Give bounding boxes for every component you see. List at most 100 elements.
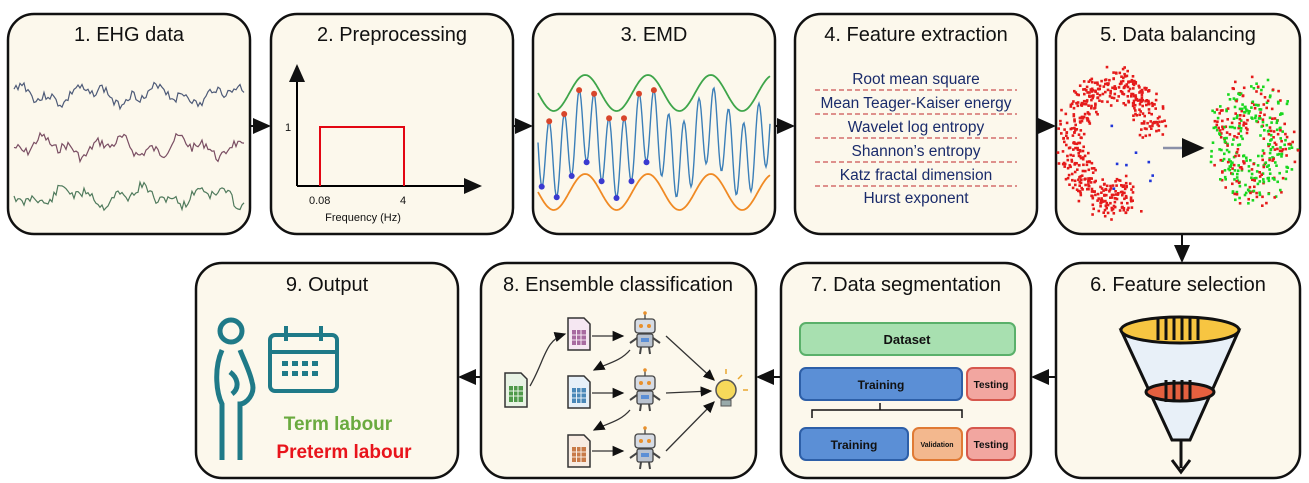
scatter-point-red (1131, 199, 1134, 202)
scatter-point-red (1100, 187, 1104, 190)
scatter-point-red (1141, 112, 1145, 115)
scatter-point-mixed (1258, 180, 1262, 183)
pregnant-woman-icon (214, 317, 256, 460)
scatter-point-mixed (1273, 117, 1277, 120)
scatter-point-red (1117, 178, 1121, 182)
step-1-title: 1. EHG data (74, 24, 185, 46)
scatter-point-mixed (1279, 126, 1282, 130)
scatter-point-mixed (1233, 135, 1236, 138)
scatter-point-red (1067, 173, 1071, 177)
scatter-point-red (1109, 89, 1112, 93)
scatter-point-red (1089, 177, 1092, 180)
scatter-point-red (1108, 190, 1111, 193)
scatter-point-mixed (1285, 170, 1288, 173)
scatter-point-mixed (1218, 148, 1221, 151)
scatter-point-red (1122, 76, 1125, 79)
scatter-point-mixed (1280, 112, 1283, 115)
subset-file-icon-1 (567, 317, 591, 351)
scatter-point-red (1087, 184, 1091, 188)
scatter-point-red (1083, 92, 1086, 96)
scatter-point-red (1078, 163, 1081, 167)
scatter-point-red (1135, 97, 1139, 101)
scatter-point-mixed (1255, 176, 1258, 180)
scatter-point-mixed (1242, 160, 1245, 163)
scatter-point-red (1083, 154, 1087, 158)
scatter-point-red (1072, 114, 1076, 118)
scatter-point-mixed (1235, 136, 1239, 139)
scatter-point-mixed (1245, 156, 1248, 160)
scatter-point-red (1112, 193, 1115, 197)
calendar-icon (268, 326, 339, 393)
scatter-point-mixed (1252, 162, 1255, 166)
scatter-point-red (1074, 128, 1077, 132)
scatter-point-red (1138, 108, 1141, 111)
scatter-point-red (1104, 204, 1108, 208)
scatter-point-red (1117, 95, 1120, 98)
scatter-point-mixed (1242, 162, 1246, 165)
scatter-point-red (1147, 89, 1151, 92)
scatter-point-mixed (1236, 148, 1240, 151)
scatter-point-mixed (1270, 138, 1273, 141)
scatter-point-red (1105, 206, 1108, 210)
scatter-point-red (1145, 127, 1148, 131)
scatter-point-mixed (1279, 188, 1282, 192)
scatter-point-mixed (1270, 121, 1273, 124)
scatter-point-mixed (1225, 148, 1229, 152)
scatter-point-mixed (1252, 87, 1256, 90)
scatter-point-mixed (1257, 154, 1260, 158)
scatter-point-mixed (1223, 169, 1227, 172)
scatter-point-red (1073, 161, 1077, 165)
scatter-point-red (1102, 211, 1105, 214)
scatter-point-mixed (1273, 178, 1276, 181)
scatter-point-red (1097, 209, 1101, 213)
scatter-point-mixed (1259, 134, 1262, 137)
scatter-point-mixed (1271, 145, 1275, 149)
scatter-point-red (1079, 181, 1083, 185)
scatter-point-red (1123, 197, 1126, 201)
scatter-point-red (1081, 157, 1085, 161)
scatter-point-red (1129, 196, 1133, 199)
scatter-point-red (1150, 101, 1154, 105)
scatter-point-red (1123, 191, 1126, 195)
term-labour-label: Term labour (284, 414, 393, 435)
scatter-point-red (1141, 104, 1144, 108)
scatter-point-mixed (1211, 141, 1215, 144)
scatter-point-red (1110, 218, 1113, 221)
scatter-point-mixed (1238, 93, 1242, 96)
scatter-point-red (1070, 160, 1074, 163)
scatter-point-red (1131, 185, 1135, 189)
scatter-point-mixed (1231, 172, 1234, 176)
scatter-point-red (1079, 175, 1083, 178)
scatter-point-red (1081, 149, 1085, 153)
scatter-point-red (1093, 107, 1096, 110)
scatter-point-mixed (1231, 143, 1234, 146)
scatter-point-mixed (1254, 103, 1258, 107)
scatter-point-red (1100, 100, 1104, 103)
scatter-point-red (1085, 85, 1089, 89)
scatter-point-red (1064, 112, 1068, 116)
scatter-point-red (1075, 93, 1079, 96)
scatter-point-mixed (1267, 179, 1271, 183)
scatter-point-red (1147, 100, 1150, 104)
scatter-point-mixed (1242, 124, 1245, 127)
scatter-point-mixed (1277, 89, 1280, 93)
scatter-point-mixed (1210, 155, 1213, 158)
scatter-point-red (1147, 111, 1151, 115)
scatter-point-mixed (1213, 163, 1216, 167)
scatter-point-red (1124, 181, 1128, 185)
scatter-point-red (1154, 98, 1158, 102)
scatter-point-blue (1147, 160, 1151, 164)
scatter-point-red (1140, 90, 1144, 93)
scatter-point-mixed (1251, 100, 1255, 104)
feature-2: Mean Teager-Kaiser energy (821, 95, 1012, 112)
scatter-point-mixed (1256, 85, 1260, 89)
scatter-point-mixed (1235, 176, 1239, 179)
scatter-point-mixed (1262, 103, 1266, 106)
emd-min-point (613, 195, 620, 201)
scatter-point-red (1093, 81, 1097, 85)
dataset-label: Dataset (884, 332, 932, 347)
scatter-point-mixed (1275, 119, 1279, 122)
scatter-point-mixed (1293, 160, 1297, 164)
scatter-point-red (1086, 91, 1089, 94)
scatter-point-mixed (1255, 195, 1259, 199)
